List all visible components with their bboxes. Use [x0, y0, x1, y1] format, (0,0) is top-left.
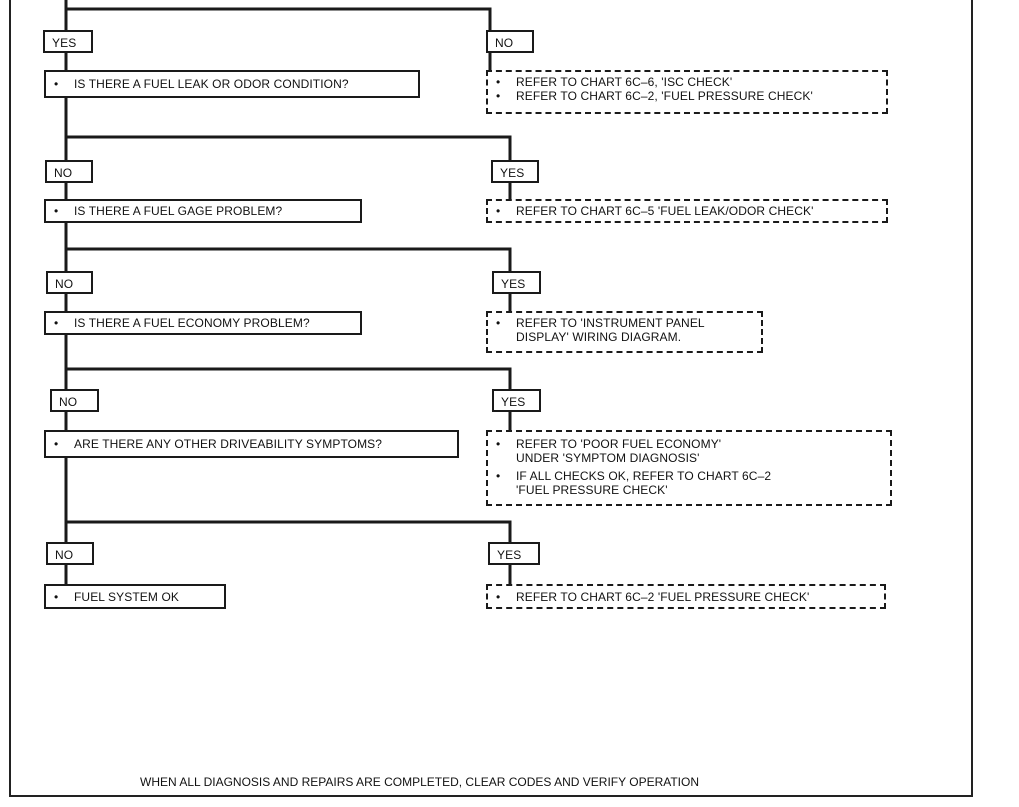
branch-label-yes: YES: [491, 160, 539, 183]
action-text: REFER TO 'INSTRUMENT PANEL: [516, 316, 705, 330]
action-text: REFER TO CHART 6C–5 'FUEL LEAK/ODOR CHEC…: [516, 204, 814, 218]
action-box: • REFER TO CHART 6C–6, 'ISC CHECK' • REFER…: [486, 70, 888, 114]
connector-step-3: [64, 220, 512, 313]
bullet: •: [496, 75, 501, 89]
action-text: DISPLAY' WIRING DIAGRAM.: [516, 330, 682, 344]
bullet: •: [496, 590, 501, 604]
branch-label-text: YES: [501, 395, 526, 409]
question-text: ARE THERE ANY OTHER DRIVEABILITY SYMPTOM…: [74, 437, 383, 451]
branch-label-no: NO: [486, 30, 534, 53]
page-frame: [9, 0, 973, 797]
action-text: REFER TO CHART 6C–2 'FUEL PRESSURE CHECK…: [516, 590, 810, 604]
branch-label-no: NO: [46, 271, 93, 294]
result-box: • FUEL SYSTEM OK: [44, 584, 226, 609]
branch-label-text: NO: [55, 548, 74, 562]
branch-label-yes: YES: [492, 271, 541, 294]
connector-step-5: [64, 455, 512, 586]
action-box: • REFER TO CHART 6C–5 'FUEL LEAK/ODOR CHE…: [486, 199, 888, 223]
action-text: 'FUEL PRESSURE CHECK': [516, 483, 668, 497]
branch-label-text: NO: [55, 277, 74, 291]
bullet: •: [54, 204, 59, 218]
bullet: •: [496, 89, 501, 103]
question-text: IS THERE A FUEL LEAK OR ODOR CONDITION?: [74, 77, 349, 91]
branch-label-text: NO: [59, 395, 78, 409]
question-box: • ARE THERE ANY OTHER DRIVEABILITY SYMPTO…: [44, 430, 459, 458]
action-text: REFER TO CHART 6C–2, 'FUEL PRESSURE CHEC…: [516, 89, 813, 103]
bullet: •: [496, 437, 501, 451]
connector-step-4: [64, 332, 512, 432]
bullet: •: [54, 437, 59, 451]
branch-label-text: NO: [54, 166, 73, 180]
bullet: •: [54, 316, 59, 330]
bullet: •: [54, 77, 59, 91]
result-text: FUEL SYSTEM OK: [74, 590, 179, 604]
branch-label-no: NO: [46, 542, 94, 565]
bullet: •: [54, 590, 59, 604]
action-text: REFER TO CHART 6C–6, 'ISC CHECK': [516, 75, 733, 89]
question-text: IS THERE A FUEL GAGE PROBLEM?: [74, 204, 283, 218]
action-box: • REFER TO 'POOR FUEL ECONOMY' UNDER 'SYM…: [486, 430, 892, 506]
branch-label-text: YES: [52, 36, 77, 50]
branch-label-text: NO: [495, 36, 514, 50]
bullet: •: [496, 204, 501, 218]
question-box: • IS THERE A FUEL LEAK OR ODOR CONDITION?: [44, 70, 420, 98]
branch-label-yes: YES: [43, 30, 93, 53]
branch-label-no: NO: [45, 160, 93, 183]
action-box: • REFER TO CHART 6C–2 'FUEL PRESSURE CHEC…: [486, 584, 886, 609]
action-box: • REFER TO 'INSTRUMENT PANEL DISPLAY' WIR…: [486, 311, 763, 353]
connector-step-2: [64, 95, 512, 201]
question-box: • IS THERE A FUEL ECONOMY PROBLEM?: [44, 311, 362, 335]
footer-note: WHEN ALL DIAGNOSIS AND REPAIRS ARE COMPL…: [140, 775, 700, 789]
action-text: IF ALL CHECKS OK, REFER TO CHART 6C–2: [516, 469, 772, 483]
action-text: REFER TO 'POOR FUEL ECONOMY': [516, 437, 722, 451]
branch-label-text: YES: [500, 166, 525, 180]
connector-step-1: [64, 0, 492, 72]
action-text: UNDER 'SYMPTOM DIAGNOSIS': [516, 451, 700, 465]
branch-label-yes: YES: [488, 542, 540, 565]
branch-label-text: YES: [501, 277, 526, 291]
branch-label-yes: YES: [492, 389, 541, 412]
branch-label-no: NO: [50, 389, 99, 412]
branch-label-text: YES: [497, 548, 522, 562]
question-text: IS THERE A FUEL ECONOMY PROBLEM?: [74, 316, 310, 330]
bullet: •: [496, 469, 501, 483]
bullet: •: [496, 316, 501, 330]
question-box: • IS THERE A FUEL GAGE PROBLEM?: [44, 199, 362, 223]
